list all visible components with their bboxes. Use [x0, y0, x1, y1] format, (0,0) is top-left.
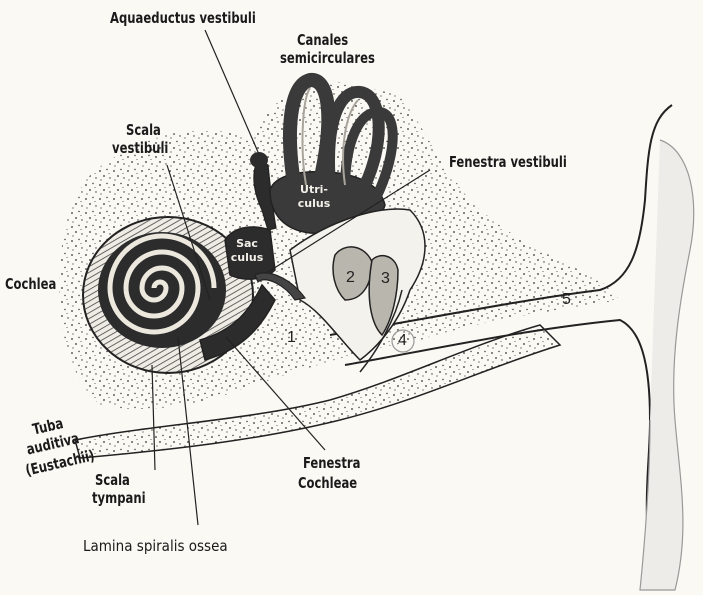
label-number-3: 3: [381, 270, 390, 288]
label-sacculus-1: Sac: [224, 238, 270, 250]
label-fenestra: Fenestra: [303, 455, 360, 472]
label-canales: Canales: [297, 32, 348, 49]
label-number-5: 5: [562, 291, 571, 309]
label-utriculus-1: Utri-: [284, 184, 344, 196]
auricle: [640, 140, 694, 590]
label-fenestra-vestibuli: Fenestra vestibuli: [449, 154, 567, 171]
label-scala: Scala: [126, 122, 161, 139]
label-number-4: 4: [398, 332, 407, 350]
label-scala-tympani-2: tympani: [92, 490, 146, 507]
label-sacculus-2: culus: [224, 252, 270, 264]
label-scala-tympani-1: Scala: [95, 472, 130, 489]
label-number-2: 2: [346, 269, 355, 287]
label-aquaeductus-vestibuli: Aquaeductus vestibuli: [110, 10, 256, 27]
label-lamina-spiralis-ossea: Lamina spiralis ossea: [83, 538, 228, 555]
label-cochleae: Cochleae: [298, 475, 357, 492]
label-utriculus-2: culus: [284, 198, 344, 210]
label-number-1: 1: [287, 329, 296, 347]
label-semicirculares: semicirculares: [280, 50, 375, 67]
label-cochlea: Cochlea: [5, 276, 56, 293]
label-vestibuli: vestibuli: [112, 140, 168, 157]
